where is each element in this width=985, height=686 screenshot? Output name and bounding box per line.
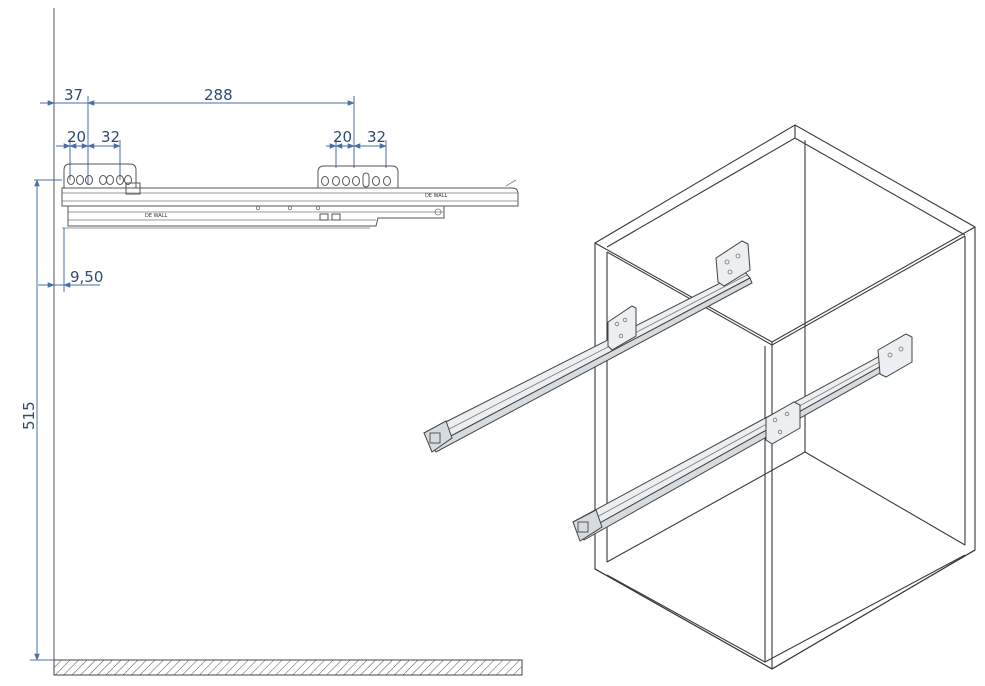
rail-brand-lower: DE WALL [145,213,167,219]
dimension-row-left-holes: 20 32 [56,128,121,180]
dimension-32-left: 32 [101,128,120,146]
dimension-288: 288 [204,86,233,104]
drawer-rail-profile-lower: DE WALL [62,205,445,229]
dimension-37: 37 [64,86,83,104]
dimension-20-right: 20 [333,128,352,146]
drawer-rail-upper-iso [423,240,753,453]
rail-brand-upper: DE WALL [425,193,447,199]
dimension-row-top: 37 288 [40,86,355,185]
drawer-rail-profile-upper: DE WALL [61,179,519,207]
dimension-row-right-holes: 20 32 [326,128,387,168]
floor-hatch [53,659,523,676]
rear-bracket-right [317,165,399,189]
dimension-9-50: 9,50 [38,228,103,292]
dimension-32-right: 32 [367,128,386,146]
rear-bracket-left [63,163,137,189]
dimension-515-label: 515 [20,401,38,430]
dimension-20-left: 20 [67,128,86,146]
dimension-9-50-label: 9,50 [70,268,103,286]
drawer-rail-lower-iso [572,333,913,542]
dimension-515: 515 [20,179,62,661]
side-elevation: 37 288 20 32 20 32 [20,8,523,676]
isometric-cabinet [423,124,976,670]
